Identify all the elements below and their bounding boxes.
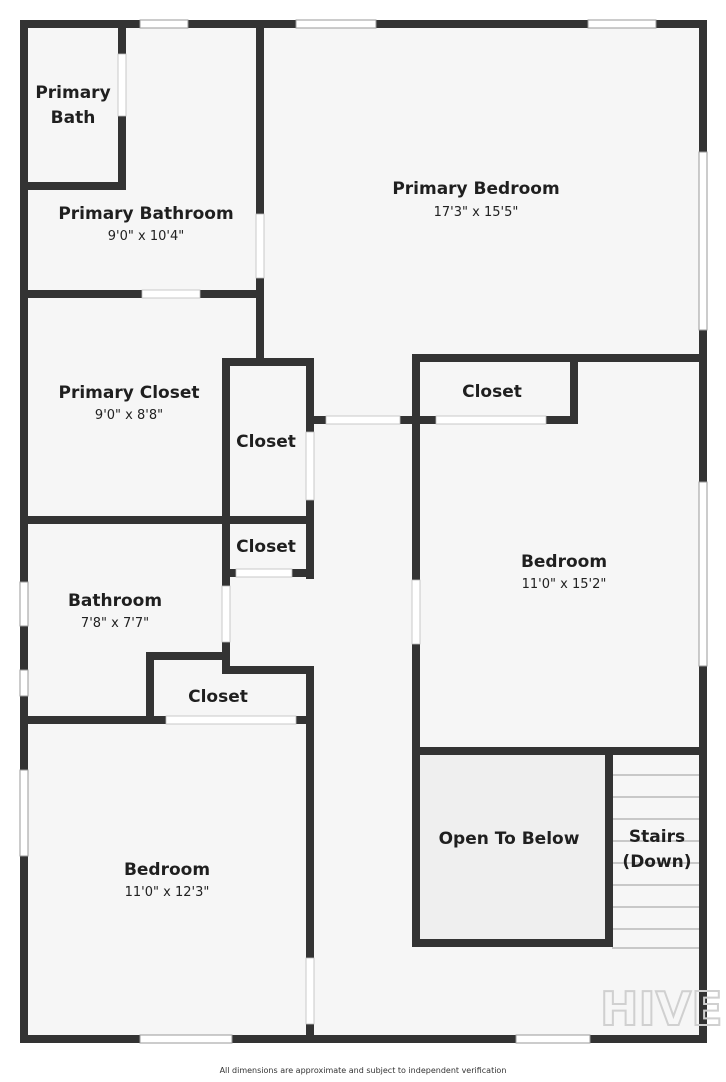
bedroom-closet-label: Closet — [462, 382, 522, 402]
hive-watermark: HIVE — [600, 982, 723, 1036]
primary-bathroom-label: Primary Bathroom — [58, 204, 233, 224]
primary-bedroom-dims: 17'3" x 15'5" — [434, 205, 519, 220]
primary-closet-label: Primary Closet — [59, 383, 200, 403]
door-openings — [117, 53, 547, 1025]
bedroom-left-dims: 11'0" x 12'3" — [125, 885, 210, 900]
primary-closet-dims: 9'0" x 8'8" — [95, 408, 163, 423]
open-to-below-label: Open To Below — [439, 829, 580, 849]
primary-bathroom-dims: 9'0" x 10'4" — [108, 229, 184, 244]
stairs-label-2: (Down) — [622, 852, 691, 872]
bath-closet-label: Closet — [188, 687, 248, 707]
windows — [19, 19, 708, 1044]
primary-bedroom-label: Primary Bedroom — [392, 179, 559, 199]
primary-bath-label-2: Bath — [51, 108, 96, 128]
bedroom-right-dims: 11'0" x 15'2" — [522, 577, 607, 592]
stairs-label: Stairs — [629, 827, 685, 847]
bathroom-label: Bathroom — [68, 591, 162, 611]
open-to-below-area — [416, 753, 609, 943]
hall-closet-upper-label: Closet — [236, 432, 296, 452]
hall-closet-lower-label: Closet — [236, 537, 296, 557]
bathroom-dims: 7'8" x 7'7" — [81, 616, 149, 631]
bedroom-left-label: Bedroom — [124, 860, 210, 880]
bedroom-right-label: Bedroom — [521, 552, 607, 572]
disclaimer-footnote: All dimensions are approximate and subje… — [219, 1066, 507, 1075]
primary-bath-label: Primary — [35, 83, 110, 103]
stairs-treads — [612, 774, 699, 930]
